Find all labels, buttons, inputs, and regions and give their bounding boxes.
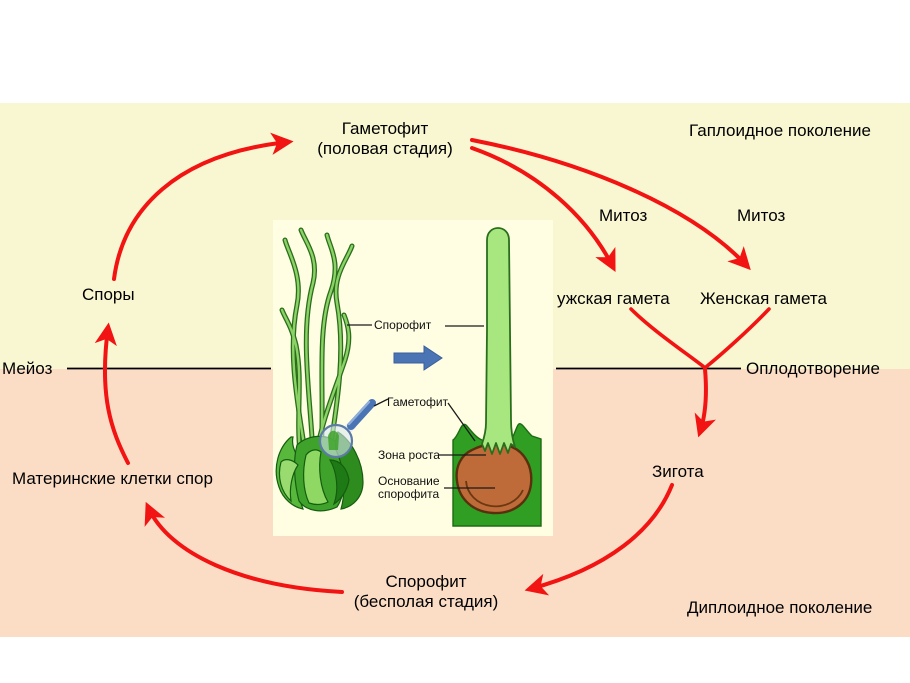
inset-base-label-line2: спорофита <box>378 487 439 501</box>
sporophyte-stalks <box>279 227 355 461</box>
inset-growth-zone-label: Зона роста <box>378 448 440 462</box>
line-male-gamete-to-fertilization <box>629 307 706 369</box>
arrow-zygote-to-sporophyte <box>524 483 674 596</box>
arrow-spores-to-gametophyte <box>112 132 294 281</box>
arrow-gametophyte-to-male-gamete <box>470 146 616 272</box>
left-plant-illustration <box>275 227 376 512</box>
sporophyte-label-line2: (бесполая стадия) <box>353 592 499 612</box>
arrow-gametophyte-to-female-gamete <box>470 138 751 271</box>
zoom-transition-arrow-icon <box>393 345 443 371</box>
arrow-sporophyte-to-mothercells <box>144 501 344 594</box>
diploid-generation-label: Диплоидное поколение <box>687 598 873 617</box>
enlarged-sporophyte-stalk <box>481 227 516 455</box>
mitosis-left-label: Митоз <box>599 206 648 225</box>
line-female-gamete-to-fertilization <box>704 307 771 369</box>
gametophyte-label-line2: (половая стадия) <box>317 139 453 159</box>
right-plant-illustration <box>452 227 542 527</box>
bulb-inner-contour <box>465 480 524 508</box>
inset-sporophyte-label: Спорофит <box>374 318 432 332</box>
arrow-fertilization-to-zygote <box>694 367 716 438</box>
female-gamete-label: Женская гамета <box>700 289 827 308</box>
sporophyte-label-line1: Спорофит <box>385 572 467 591</box>
gametophyte-stage-label: Гаметофит (половая стадия) <box>266 119 504 160</box>
spores-label: Споры <box>82 285 135 304</box>
inset-leader-lines <box>347 324 495 489</box>
meiosis-label: Мейоз <box>2 359 53 378</box>
inset-base-label-line1: Основание <box>378 474 440 488</box>
inset-illustration: Спорофит Гаметофит Зона роста Основание … <box>273 220 553 536</box>
haploid-generation-label: Гаплоидное поколение <box>689 121 871 140</box>
arrow-mothercells-to-spores <box>94 322 130 465</box>
cycle-arrows <box>94 132 771 596</box>
fertilization-label: Оплодотворение <box>746 359 880 378</box>
spore-mother-cells-label: Материнские клетки спор <box>12 469 213 488</box>
magnifier-icon <box>318 399 376 459</box>
sporophyte-stage-label: Спорофит (бесполая стадия) <box>306 572 546 613</box>
zygote-label: Зигота <box>652 462 704 481</box>
mitosis-right-label: Митоз <box>737 206 786 225</box>
inset-gametophyte-label: Гаметофит <box>387 395 449 409</box>
gametophyte-label-line1: Гаметофит <box>341 119 429 138</box>
male-gamete-label: ужская гамета <box>557 289 670 308</box>
